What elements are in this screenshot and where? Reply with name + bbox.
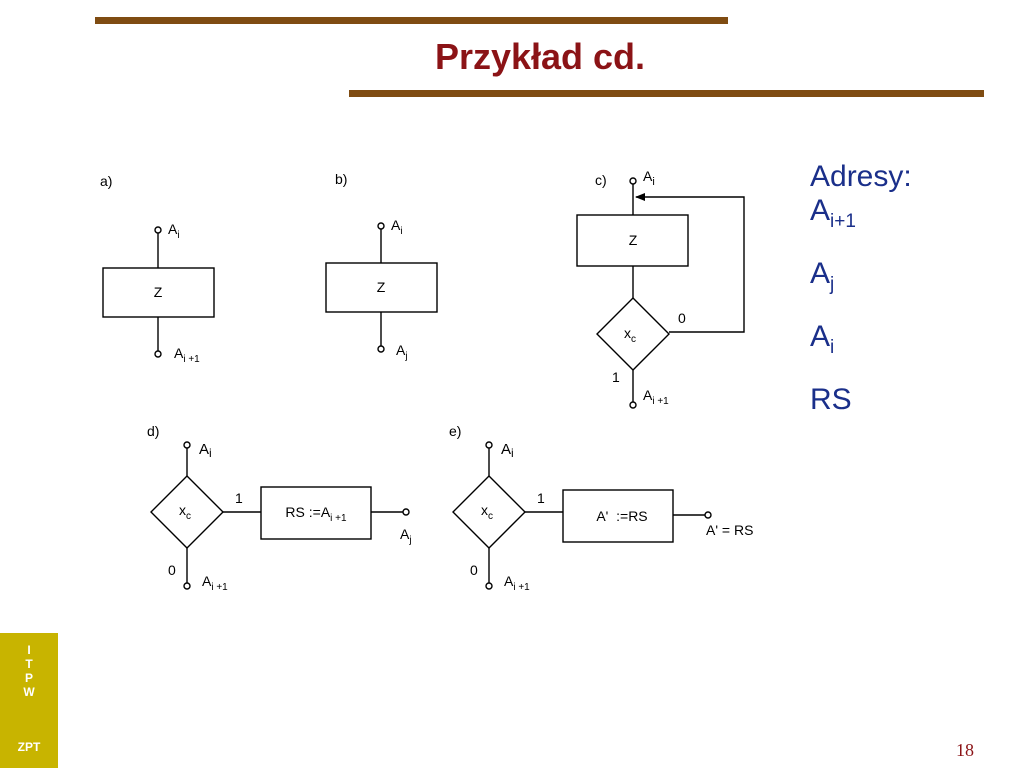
diagram-e-one-label: 1 [537,490,545,506]
diagram-e-input-label: Ai [501,441,514,460]
diagram-d-input-label: Ai [199,441,212,460]
itpw-sidebar-logo: I T P W ZPT [0,633,58,768]
diagram-c-zero-label: 0 [678,310,686,326]
diagram-c-condition-label: xc [624,325,636,345]
diagram-b-label: b) [335,171,347,187]
diagram-c-label: c) [595,172,607,188]
diagram-e-zero-label: 0 [470,562,478,578]
diagram-a-output-label: Ai +1 [174,345,200,365]
diagram-d-right-label: Aj [400,526,412,546]
diagram-e-output-label: Ai +1 [504,573,530,593]
diagram-b [325,222,438,353]
diagram-e-box-label: A' :=RS [596,508,647,524]
diagram-d-condition-label: xc [179,502,191,522]
diagram-a [102,226,215,358]
diagram-d-zero-label: 0 [168,562,176,578]
page-number: 18 [956,740,974,760]
address-item: RS [810,383,852,416]
diagram-a-input-label: Ai [168,221,180,241]
itpw-letters: I T P W [23,643,35,699]
address-item: Ai [810,320,835,358]
diagram-c-input-label: Ai [643,168,655,188]
slide-title: Przykład cd. [434,36,646,77]
diagram-b-box-label: Z [377,279,386,295]
diagram-c-one-label: 1 [612,369,620,385]
diagram-b-input-label: Ai [391,217,403,237]
diagram-a-label: a) [100,173,112,189]
top-rule [95,17,728,24]
diagram-e-condition-label: xc [481,502,493,522]
diagram-d-output-label: Ai +1 [202,573,228,593]
diagram-b-output-label: Aj [396,342,408,362]
title-underline-rule [349,90,984,97]
address-item: Aj [810,257,835,295]
diagram-e-label: e) [449,423,461,439]
diagram-d-one-label: 1 [235,490,243,506]
diagram-d-label: d) [147,423,159,439]
address-item: Ai+1 [810,194,856,232]
zpt-label: ZPT [17,740,41,754]
diagram-c-output-label: Ai +1 [643,387,669,407]
diagram-e-right-label: A' = RS [706,522,753,538]
diagram-d-box-label: RS :=Ai +1 [285,504,347,524]
diagram-e [452,441,712,590]
addresses-heading: Adresy: [810,160,912,193]
diagram-a-box-label: Z [154,284,163,300]
diagram-d [150,441,410,590]
diagram-c [576,177,745,409]
addresses-list: Adresy: Ai+1 Aj Ai RS [810,160,912,428]
diagram-c-box-label: Z [629,232,638,248]
